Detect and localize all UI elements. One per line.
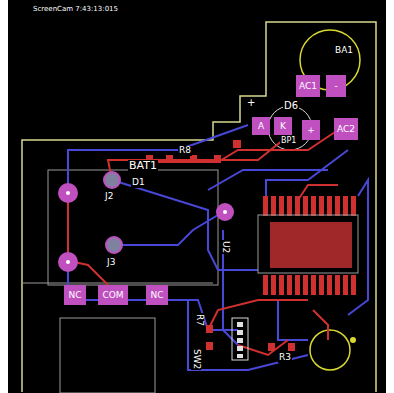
pad: AC2 (334, 118, 358, 140)
pad: - (326, 75, 346, 97)
silkscreen-label: U2 (220, 240, 230, 254)
ic-outline (258, 215, 358, 273)
smd-pads (146, 140, 295, 351)
silkscreen-label: R3 (278, 353, 292, 363)
pad-label: A (258, 122, 264, 131)
switch-outline (60, 318, 155, 393)
pcb-board-view: AC1 - A K + AC2NC COM NC ScreenCam 7:43:13:015BA… (8, 0, 386, 393)
through-hole-pads (58, 172, 356, 343)
battery-outline (48, 170, 218, 285)
pad: + (302, 120, 320, 140)
silkscreen-label: J2 (104, 192, 114, 202)
watermark: ScreenCam 7:43:13:015 (32, 6, 119, 14)
connector-pins (237, 322, 243, 358)
silkscreen-label: SW2 (191, 348, 201, 370)
pad-label: NC (150, 291, 163, 300)
pad-label: COM (102, 291, 123, 300)
ic-pads (263, 196, 356, 295)
pad: NC (64, 285, 86, 305)
pad: AC1 (296, 75, 320, 97)
pad-label: AC2 (337, 125, 355, 134)
pad-label: NC (68, 291, 81, 300)
silkscreen-label: D6 (283, 100, 299, 111)
silkscreen-label: R7 (194, 313, 204, 327)
silkscreen-label: BP1 (280, 137, 297, 146)
connector-outline (232, 318, 248, 360)
silkscreen-label: BA1 (334, 46, 354, 56)
silkscreen-label: BAT1 (128, 160, 158, 172)
pad: COM (98, 285, 128, 305)
silkscreen-label: R8 (178, 146, 192, 156)
silkscreen-label: J3 (106, 258, 116, 268)
pad: A (252, 117, 270, 135)
silkscreen-label: D1 (131, 178, 146, 188)
silkscreen-label: + (246, 97, 256, 108)
bottom-traces (68, 125, 368, 370)
mount-hole (310, 330, 350, 370)
pad: NC (146, 285, 168, 305)
board-outline (22, 22, 376, 392)
pad-label: AC1 (299, 82, 317, 91)
pcb-artwork (8, 0, 386, 393)
pad: K (274, 117, 292, 135)
pad-label: - (334, 82, 337, 91)
pad-label: K (280, 122, 286, 131)
silk-line (22, 283, 213, 284)
pad-label: + (307, 126, 315, 135)
